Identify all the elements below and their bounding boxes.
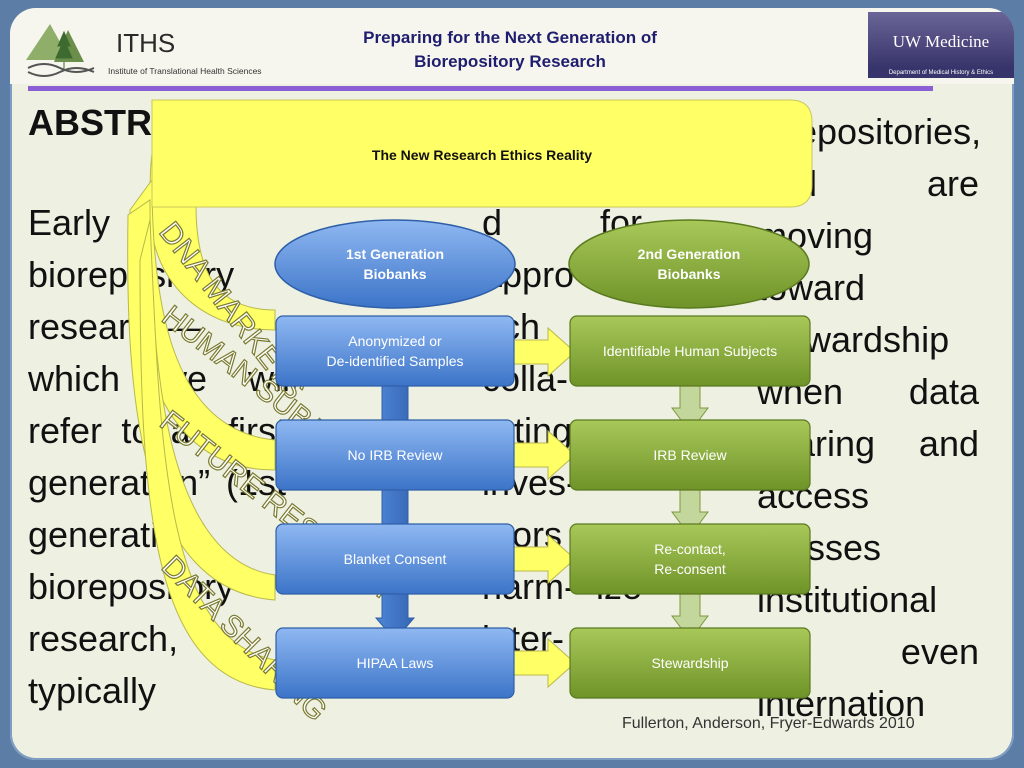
gen2-box-1 <box>569 315 811 387</box>
uw-medicine-logo: UW Medicine Department of Medical Histor… <box>868 12 1014 78</box>
uw-name: UW Medicine <box>892 32 990 51</box>
header-divider <box>28 86 933 91</box>
gen1-header <box>274 219 516 309</box>
page-title: Preparing for the Next Generation of Bio… <box>290 26 730 74</box>
gen2-box-3-line1: Re-contact, <box>654 541 726 557</box>
gen1-box-3 <box>275 523 515 595</box>
gen1-box-1-line2: De-identified Samples <box>327 353 464 369</box>
right-arrow-1 <box>513 326 576 378</box>
gen1-boxes: Anonymized or De-identified Samples No I… <box>275 315 515 699</box>
gen1-box-1-line1: Anonymized or <box>348 333 442 349</box>
gen2-header-line1: 2nd Generation <box>638 246 741 262</box>
gen1-header-line1: 1st Generation <box>346 246 444 262</box>
gen2-header <box>568 219 810 309</box>
title-line-2: Biorepository Research <box>414 52 606 71</box>
iths-logo: ITHS Institute of Translational Health S… <box>26 24 262 77</box>
gen1-box-2 <box>275 419 515 491</box>
gen2-box-2 <box>569 419 811 491</box>
arc-band-data-sharing <box>139 219 276 691</box>
header: ITHS Institute of Translational Health S… <box>10 8 1014 84</box>
diagram-title: The New Research Ethics Reality <box>372 147 592 163</box>
title-line-1: Preparing for the Next Generation of <box>363 28 657 47</box>
gen1-box-3-label: Blanket Consent <box>344 551 447 567</box>
right-arrow-4 <box>513 637 576 689</box>
title-banner <box>151 99 813 208</box>
right-arrow-3 <box>513 533 576 585</box>
gen2-header-line2: Biobanks <box>657 266 720 282</box>
gen2-boxes: Identifiable Human Subjects IRB Review R… <box>569 315 811 699</box>
iths-name: ITHS <box>116 28 175 58</box>
gen2-box-2-label: IRB Review <box>653 447 727 463</box>
gen2-box-3 <box>569 523 811 595</box>
gen2-box-4-label: Stewardship <box>651 655 728 671</box>
gen1-box-4 <box>275 627 515 699</box>
gen2-box-3-line2: Re-consent <box>654 561 726 577</box>
gen2-box-4 <box>569 627 811 699</box>
gen1-box-2-label: No IRB Review <box>348 447 444 463</box>
mountain-tree-icon <box>26 24 95 77</box>
uw-subtitle: Department of Medical History & Ethics <box>888 70 994 76</box>
gen1-box-1 <box>275 315 515 387</box>
gen2-box-1-label: Identifiable Human Subjects <box>603 343 777 359</box>
citation: Fullerton, Anderson, Fryer-Edwards 2010 <box>622 715 915 732</box>
iths-subtitle: Institute of Translational Health Scienc… <box>108 66 262 76</box>
abstract-heading: ABSTR <box>28 102 152 143</box>
gen1-header-line2: Biobanks <box>363 266 426 282</box>
gen1-box-4-label: HIPAA Laws <box>357 655 434 671</box>
right-arrow-2 <box>513 429 576 481</box>
